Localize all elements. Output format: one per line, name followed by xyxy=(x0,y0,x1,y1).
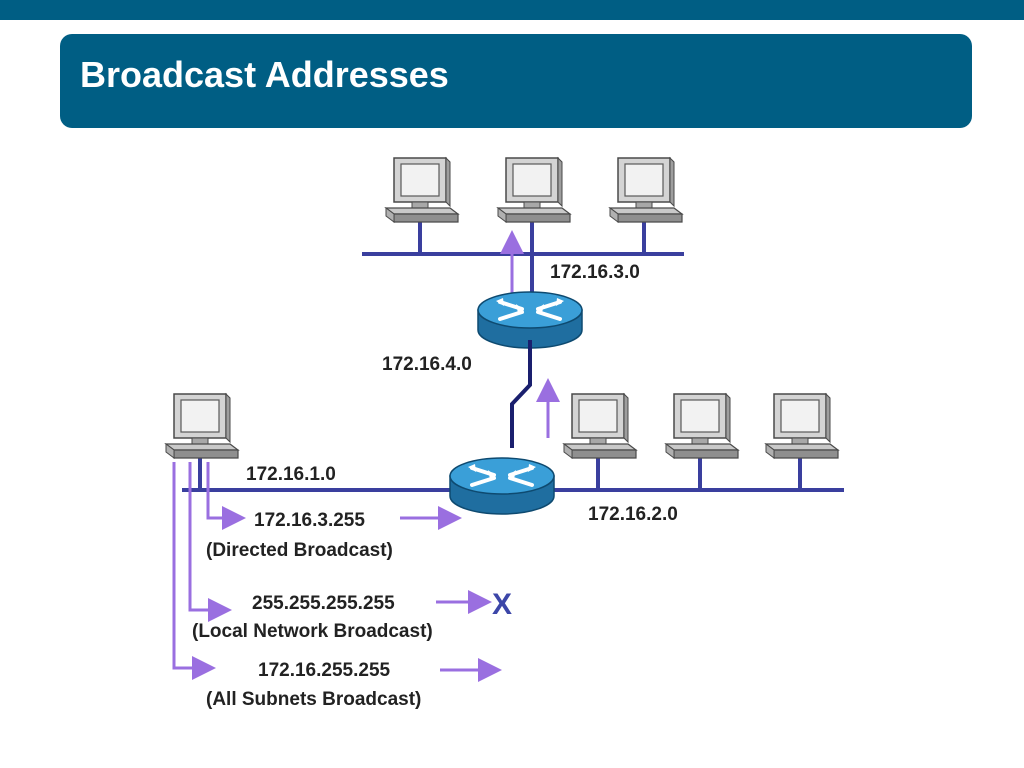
top-accent-bar xyxy=(0,0,1024,20)
desktop-computer-icon xyxy=(385,157,459,223)
serial-link xyxy=(510,340,532,448)
broadcast-address-directed: 172.16.3.255 xyxy=(254,510,365,531)
broadcast-type-directed: (Directed Broadcast) xyxy=(206,540,393,561)
all-subnets-broadcast-arrow xyxy=(172,462,216,680)
network-label-172-16-4-0: 172.16.4.0 xyxy=(382,354,472,375)
title-banner: Broadcast Addresses xyxy=(60,34,972,128)
broadcast-type-all-subnets: (All Subnets Broadcast) xyxy=(206,689,421,710)
network-label-172-16-3-0: 172.16.3.0 xyxy=(550,262,640,283)
segment-172-16-3-0 xyxy=(362,157,684,256)
network-label-172-16-2-0: 172.16.2.0 xyxy=(588,504,678,525)
segment-172-16-2-0 xyxy=(563,393,839,490)
router-icon xyxy=(476,290,584,350)
local-broadcast-arrow xyxy=(188,462,232,622)
desktop-computer-icon xyxy=(609,157,683,223)
network-label-172-16-1-0: 172.16.1.0 xyxy=(246,464,336,485)
slide-title: Broadcast Addresses xyxy=(80,54,449,95)
desktop-computer-icon xyxy=(765,393,839,459)
broadcast-address-all-subnets: 172.16.255.255 xyxy=(258,660,391,681)
desktop-computer-icon xyxy=(497,157,571,223)
broadcast-type-local: (Local Network Broadcast) xyxy=(192,621,433,642)
blocked-x-mark: X xyxy=(492,588,512,621)
broadcast-paths xyxy=(172,462,502,682)
broadcast-address-local: 255.255.255.255 xyxy=(252,593,395,614)
desktop-computer-icon xyxy=(165,393,239,459)
directed-broadcast-arrow xyxy=(206,462,246,530)
desktop-computer-icon xyxy=(665,393,739,459)
router-icon xyxy=(448,456,556,516)
desktop-computer-icon xyxy=(563,393,637,459)
